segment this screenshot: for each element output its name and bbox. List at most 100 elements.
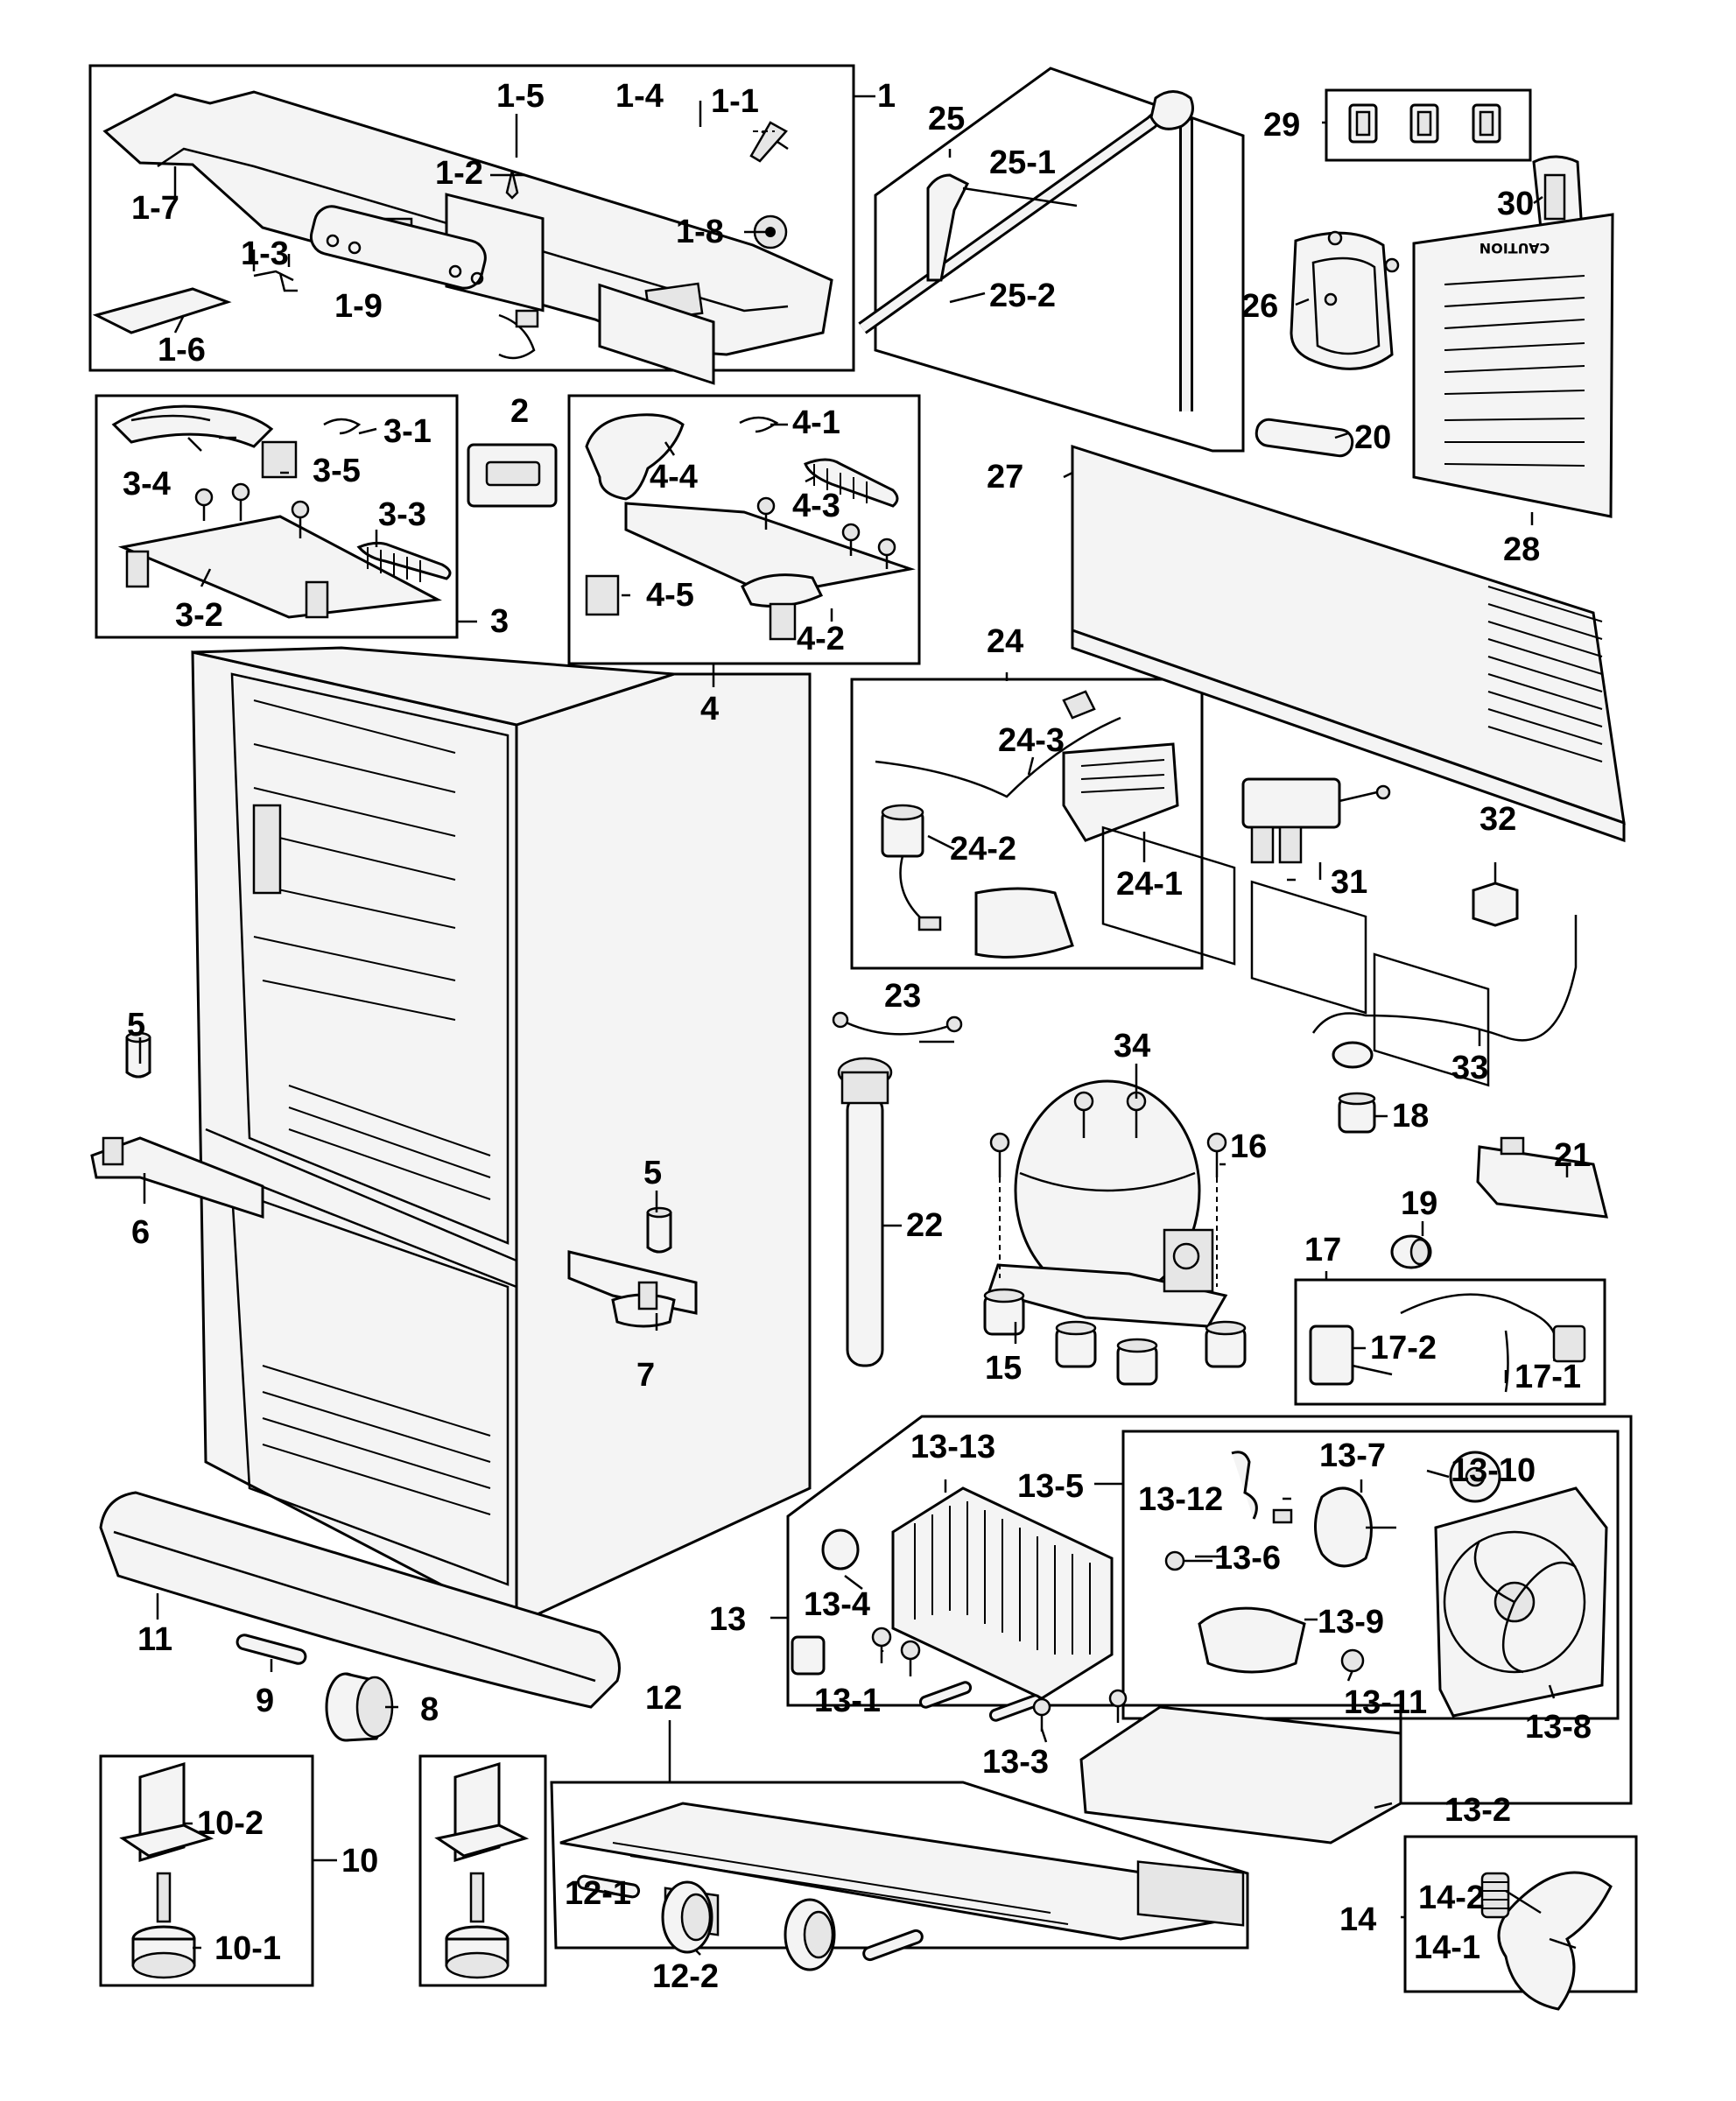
part-21 (1476, 1136, 1608, 1219)
roller-8 (325, 1672, 394, 1742)
group-box-29 (1325, 88, 1532, 162)
label-3-5: 3-5 (313, 453, 361, 489)
pin-9 (235, 1634, 307, 1665)
label-4-5: 4-5 (646, 577, 694, 614)
label-3-1: 3-1 (383, 413, 432, 450)
label-29: 29 (1263, 107, 1300, 144)
evaporator-assembly (791, 1486, 1402, 1927)
label-13-4: 13-4 (804, 1586, 870, 1623)
group-box-10a (99, 1754, 314, 1987)
top-cover-assembly (92, 90, 833, 385)
group-box-25 (874, 67, 1245, 453)
water-valve-31 (1241, 777, 1391, 864)
cover-frame-26 (1290, 230, 1400, 370)
label-1-1: 1-1 (711, 83, 759, 120)
part-19 (1390, 1234, 1432, 1269)
label-3-3: 3-3 (378, 496, 426, 533)
label-22: 22 (906, 1207, 943, 1244)
label-30: 30 (1497, 186, 1534, 222)
compressor-grommets (983, 1288, 1247, 1386)
label-12-2: 12-2 (652, 1958, 719, 1995)
label-13-11: 13-11 (1344, 1684, 1427, 1721)
label-21: 21 (1554, 1137, 1591, 1174)
label-8: 8 (420, 1691, 439, 1728)
label-17-2: 17-2 (1370, 1330, 1437, 1367)
label-16: 16 (1230, 1128, 1267, 1165)
label-18: 18 (1392, 1098, 1429, 1135)
middle-hinge-left (90, 1136, 264, 1219)
label-5a: 5 (127, 1007, 145, 1043)
label-10: 10 (341, 1843, 378, 1880)
hinge-right-assembly (585, 413, 916, 641)
hot-pipe-assembly (858, 90, 1194, 411)
ground-wire (832, 1011, 963, 1036)
label-5b: 5 (643, 1155, 662, 1191)
electrical-box-assembly (875, 690, 1179, 959)
base-bottom-plate (559, 1802, 1237, 1971)
label-13-10: 13-10 (1451, 1452, 1536, 1489)
kick-plate (99, 1491, 621, 1709)
label-14-1: 14-1 (1414, 1929, 1480, 1966)
label-27: 27 (987, 459, 1023, 495)
leveling-leg-b (434, 1761, 530, 1979)
label-1-9: 1-9 (334, 288, 383, 325)
label-23: 23 (884, 978, 921, 1015)
hinge-pin-right (646, 1206, 672, 1254)
label-12-1: 12-1 (565, 1875, 631, 1912)
label-13-3: 13-3 (982, 1744, 1049, 1781)
label-24-2: 24-2 (950, 831, 1016, 868)
hinge-pin-left (125, 1031, 151, 1079)
label-13: 13 (709, 1601, 746, 1638)
group-box-24 (850, 678, 1204, 970)
label-24: 24 (987, 623, 1023, 660)
group-box-13-5 (1121, 1430, 1620, 1720)
label-14: 14 (1339, 1901, 1376, 1938)
label-25: 25 (928, 101, 965, 137)
label-32: 32 (1479, 801, 1516, 838)
label-17: 17 (1304, 1232, 1341, 1268)
label-13-8: 13-8 (1525, 1709, 1592, 1746)
label-13-2: 13-2 (1444, 1792, 1511, 1829)
group-box-1 (88, 64, 855, 372)
label-3-4: 3-4 (123, 466, 171, 502)
defrost-sensor-17 (1309, 1293, 1586, 1393)
part-18 (1338, 1092, 1376, 1134)
caution-panel-28: CAUTION (1412, 213, 1614, 518)
group-box-17 (1294, 1278, 1606, 1406)
compressor (987, 1079, 1228, 1328)
label-34: 34 (1114, 1028, 1150, 1065)
label-20: 20 (1354, 419, 1391, 456)
clips-29 (1348, 103, 1501, 144)
label-15: 15 (985, 1350, 1022, 1387)
caution-panel-heading: CAUTION (1479, 240, 1550, 256)
label-31: 31 (1331, 864, 1367, 901)
lower-hinge-right (567, 1250, 698, 1328)
label-1-3: 1-3 (241, 235, 289, 272)
label-13-7: 13-7 (1319, 1437, 1386, 1474)
label-26: 26 (1241, 288, 1278, 325)
label-4-3: 4-3 (792, 488, 840, 524)
label-1-6: 1-6 (158, 332, 206, 369)
label-13-9: 13-9 (1318, 1604, 1384, 1641)
label-24-1: 24-1 (1116, 866, 1183, 903)
group-box-4 (567, 394, 921, 665)
label-14-2: 14-2 (1418, 1880, 1485, 1916)
label-3: 3 (490, 603, 509, 640)
door-switch (467, 443, 558, 508)
label-13-12: 13-12 (1138, 1481, 1223, 1518)
label-11: 11 (137, 1621, 172, 1658)
label-7: 7 (636, 1357, 655, 1394)
fan-motor-assembly (1164, 1451, 1608, 1718)
sensor-33 (1311, 915, 1578, 1069)
label-1-8: 1-8 (676, 214, 724, 250)
label-4: 4 (700, 691, 719, 727)
group-box-14 (1403, 1835, 1638, 1993)
label-9: 9 (256, 1683, 274, 1719)
label-25-1: 25-1 (989, 144, 1056, 181)
refrigerator-cabinet (191, 646, 812, 1627)
label-6: 6 (131, 1214, 150, 1251)
leader-lines (138, 95, 1577, 1956)
group-box-12 (550, 1781, 1249, 1950)
label-33: 33 (1451, 1050, 1488, 1086)
